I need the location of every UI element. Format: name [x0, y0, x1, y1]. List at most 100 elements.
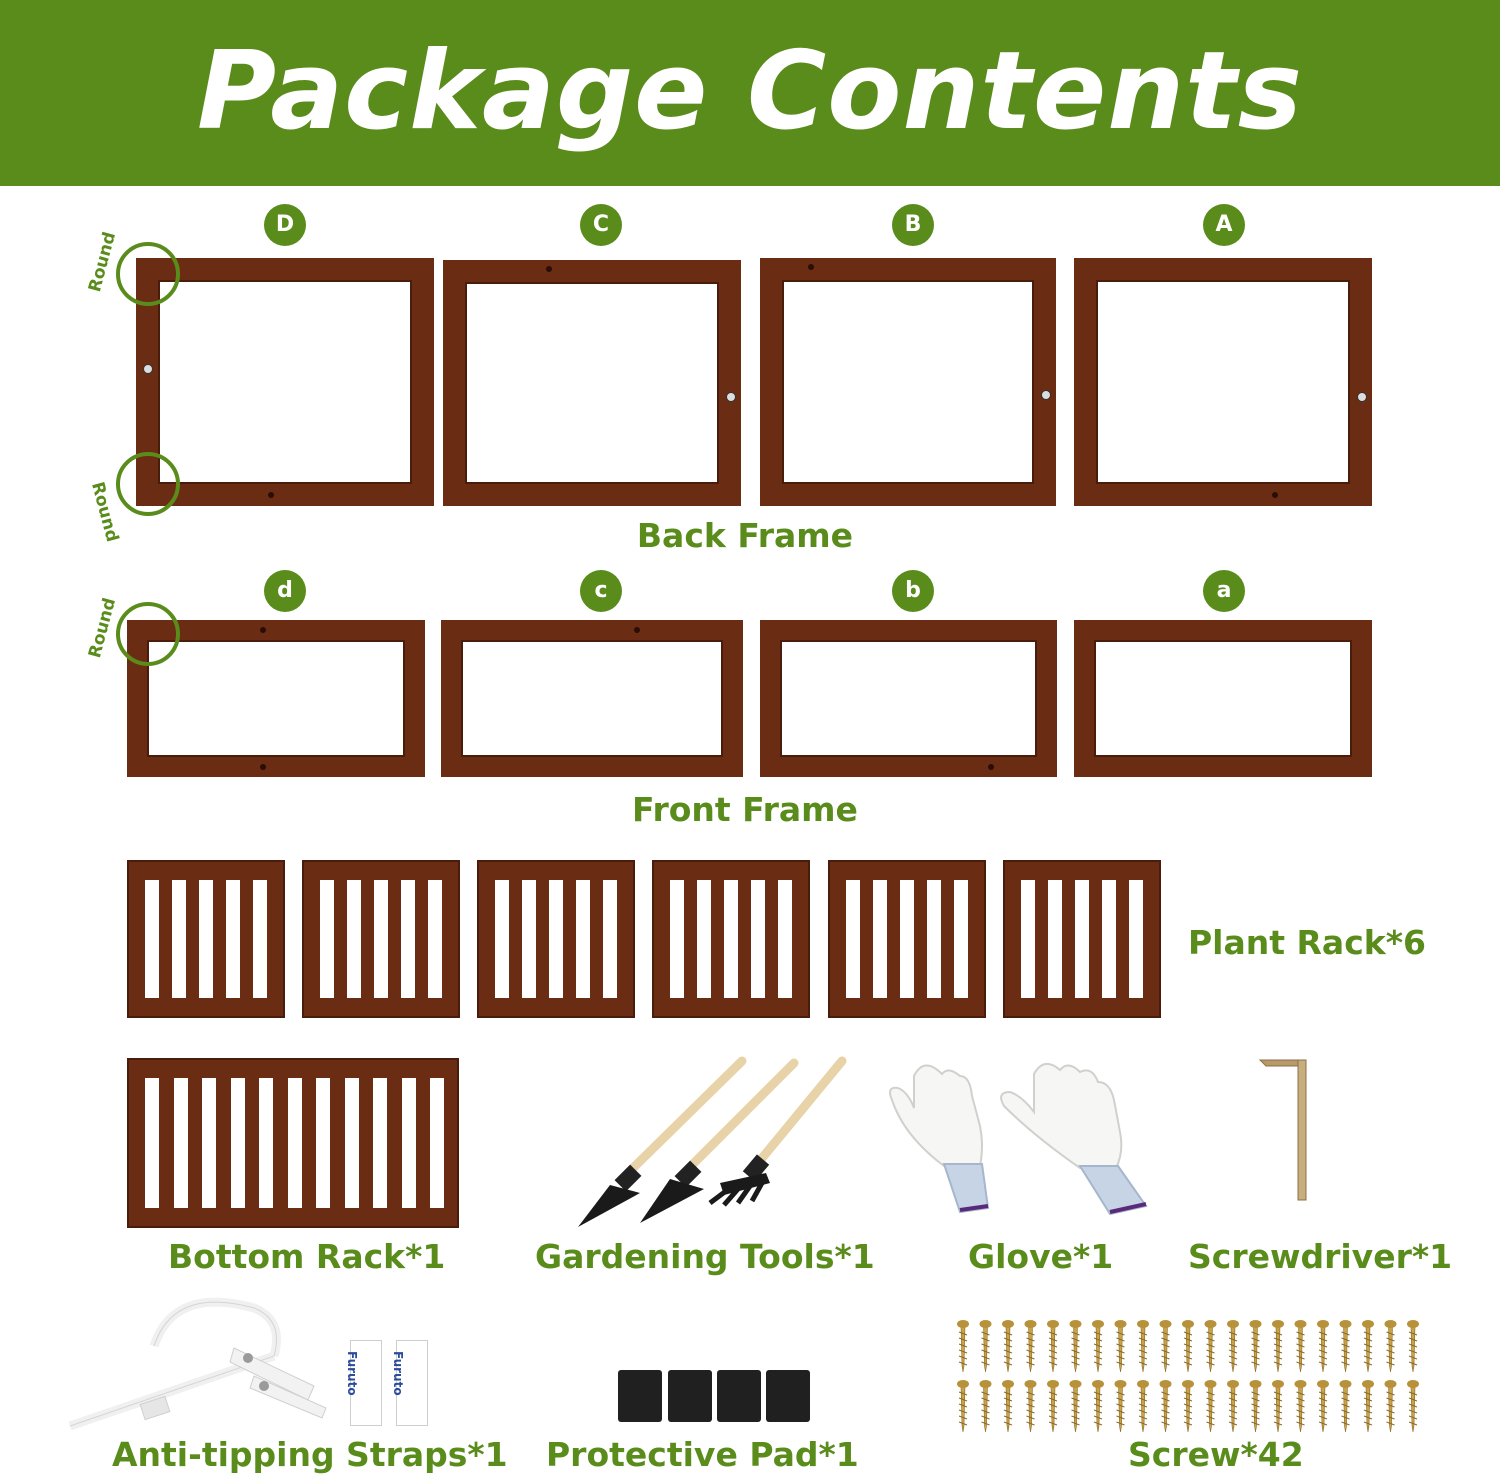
screw-icon [957, 1320, 969, 1373]
screw-icon [1227, 1320, 1239, 1373]
back-frame-D [136, 258, 434, 506]
screw-icon [1384, 1320, 1397, 1373]
back-frame-A [1074, 258, 1372, 506]
rack-slot [226, 880, 240, 998]
rack-slot [495, 880, 509, 998]
plant-rack [652, 860, 810, 1018]
rack-slot [1021, 880, 1035, 998]
rack-slot [287, 1078, 302, 1208]
screw-icon [1384, 1380, 1397, 1433]
rack-slot [373, 1078, 387, 1208]
rack-slot [230, 1078, 245, 1208]
badge-B: B [892, 204, 934, 246]
screw-hole-icon [808, 264, 814, 270]
screw-label: Screw*42 [1128, 1435, 1304, 1474]
protective-pad-label: Protective Pad*1 [546, 1435, 859, 1474]
screw-icon [1047, 1320, 1059, 1373]
badge-A: A [1203, 204, 1245, 246]
screw-icon [957, 1380, 969, 1433]
screw-icon [1069, 1320, 1082, 1373]
screw-icon [1092, 1380, 1104, 1433]
screw-icon [1114, 1380, 1127, 1433]
screwdriver-label: Screwdriver*1 [1188, 1237, 1453, 1276]
hex-key-icon [1258, 1059, 1307, 1201]
anti-tipping-straps-label: Anti-tipping Straps*1 [112, 1435, 508, 1474]
rack-slot [522, 880, 536, 998]
screw-icon [1092, 1320, 1104, 1373]
screw-hole-icon [260, 627, 266, 633]
screw-icon [1024, 1380, 1037, 1433]
pad-icon [766, 1370, 810, 1422]
page-title: Package Contents [196, 29, 1304, 154]
screw-hole-icon [1272, 492, 1278, 498]
hinge-icon [1357, 392, 1367, 402]
rack-slot [900, 880, 914, 998]
badge-b: b [892, 570, 934, 612]
badge-C: C [580, 204, 622, 246]
screw-hole-icon [634, 627, 640, 633]
badge-a: a [1203, 570, 1245, 612]
screw-group [957, 1320, 1419, 1433]
front-frame-label: Front Frame [632, 790, 858, 829]
rack-slot [259, 1078, 273, 1208]
plant-rack [477, 860, 635, 1018]
round-marker-icon [116, 452, 180, 516]
rack-slot [428, 880, 442, 998]
rack-slot [320, 880, 334, 998]
rack-slot [347, 880, 361, 998]
tape-brand-text: Furuto [391, 1351, 405, 1396]
header-banner [0, 0, 1500, 186]
back-frame-label: Back Frame [636, 516, 854, 555]
rack-slot [1102, 880, 1116, 998]
back-frame-B [760, 258, 1056, 506]
screw-hole-icon [546, 266, 552, 272]
rack-slot [145, 1078, 159, 1208]
rack-slot [173, 1078, 188, 1208]
screw-icon [1407, 1380, 1419, 1433]
rack-slot [576, 880, 590, 998]
screw-icon [1137, 1380, 1149, 1433]
rack-slot [927, 880, 941, 998]
hinge-icon [1041, 390, 1051, 400]
screw-icon [979, 1320, 992, 1373]
hinge-icon [726, 392, 736, 402]
rack-slot [253, 880, 267, 998]
rack-slot [873, 880, 887, 998]
pad-icon [668, 1370, 712, 1422]
round-marker-icon [116, 602, 180, 666]
rack-slot [846, 880, 860, 998]
screw-icon [1204, 1380, 1217, 1433]
round-label: Round [85, 229, 121, 295]
screw-icon [1159, 1320, 1172, 1373]
back-frame-C [443, 260, 741, 506]
screw-icon [1317, 1320, 1329, 1373]
screw-hole-icon [268, 492, 274, 498]
tape-brand-text: Furuto [345, 1351, 359, 1396]
screw-icon [1407, 1320, 1419, 1373]
plant-rack [127, 860, 285, 1018]
screw-icon [1272, 1320, 1284, 1373]
bottom-rack [127, 1058, 459, 1228]
pad-icon [717, 1370, 761, 1422]
front-frame-b [760, 620, 1057, 777]
screw-icon [1024, 1320, 1037, 1373]
rack-slot [549, 880, 563, 998]
rack-slot [145, 880, 159, 998]
trowel-icon [578, 1056, 747, 1227]
screw-icon [1317, 1380, 1329, 1433]
badge-c: c [580, 570, 622, 612]
plant-rack-label: Plant Rack*6 [1188, 923, 1426, 962]
screw-icon [1182, 1380, 1194, 1433]
front-frame-c [441, 620, 743, 777]
screw-icon [1249, 1320, 1262, 1373]
rack-slot [430, 1078, 444, 1208]
adhesive-pad-icon: Furuto [391, 1340, 428, 1426]
rack-slot [374, 880, 388, 998]
screw-icon [1272, 1380, 1284, 1433]
plant-rack [1003, 860, 1161, 1018]
rack-slot [202, 1078, 216, 1208]
rack-slot [603, 880, 617, 998]
screw-icon [1182, 1320, 1194, 1373]
screw-icon [1227, 1380, 1239, 1433]
rack-slot [401, 880, 415, 998]
